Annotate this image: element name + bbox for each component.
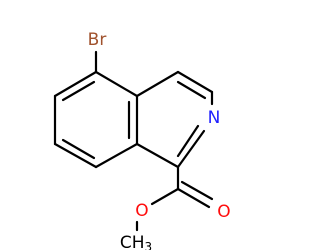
bond-n2-c1 [176,129,206,169]
bond-c7-c8 [53,142,98,169]
bond-c4a-c5 [94,70,139,98]
ester-group [135,165,214,232]
double-bond-c5-c6-inner [61,80,96,102]
pyridine-ring [135,70,214,169]
double-bond-n2-c1-inner [176,124,200,158]
bromine-label: Br [88,30,107,50]
carbonyl-oxygen-label: O [217,202,230,222]
bond-c5-c6 [53,70,98,98]
bond-c1-c8a [135,142,180,169]
ester-oxygen-label: O [135,201,148,221]
double-bond-c7-c8-inner [61,138,96,160]
methyl-subscript: 3 [145,240,153,250]
bond-c8-c8a [94,142,139,169]
methyl-symbol: CH [120,233,145,250]
double-bond-c4-c3-inner [176,80,207,100]
bond-c4-c3 [176,70,214,94]
bond-c4a-c4 [135,70,180,98]
methyl-label: CH3 [120,233,152,250]
bond-carbonyl-c-o-single [150,187,180,206]
nitrogen-label: N [208,108,221,128]
benzene-ring [53,70,139,169]
methyl-5-bromoisoquinoline-1-carboxylate-structure: Br N O O CH3 [53,30,231,250]
bond-carbonyl-c-o-double-a [176,187,211,209]
bond-carbonyl-c-o-double-b [180,180,214,201]
